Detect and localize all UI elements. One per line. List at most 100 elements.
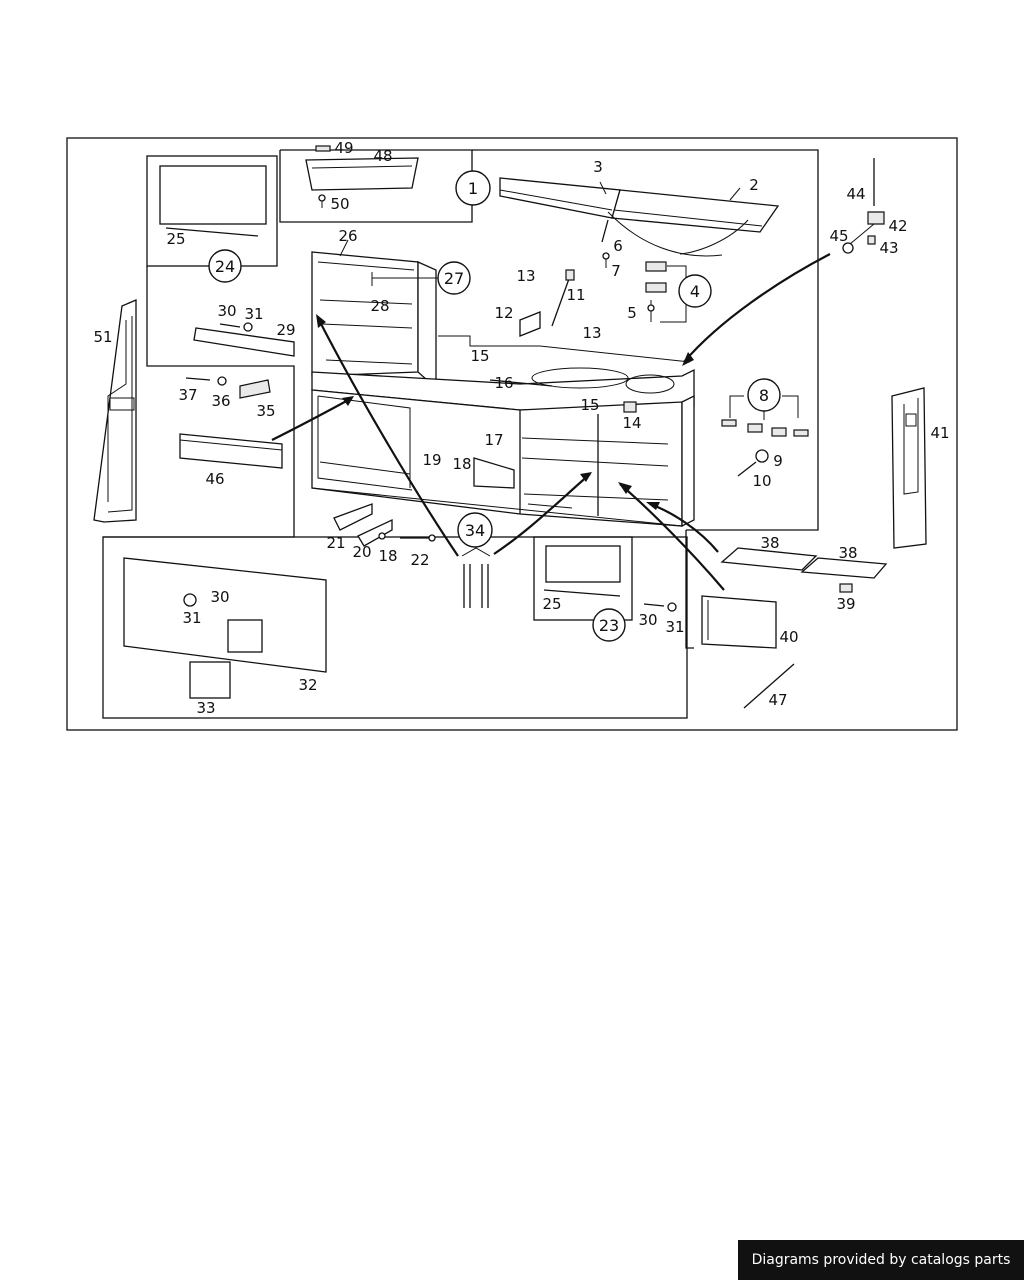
label-34: 34	[465, 521, 485, 540]
label-26: 26	[338, 227, 357, 245]
label-16: 16	[494, 374, 513, 392]
label-9: 9	[773, 452, 783, 470]
label-8: 8	[759, 386, 769, 405]
label-31b: 31	[182, 609, 201, 627]
label-44: 44	[846, 185, 865, 203]
group-box-bottom	[102, 536, 688, 719]
bracket-21	[333, 503, 373, 531]
part-labels: 1 2 3 4 5 6 7 8 9 10 11 12 13 13 14 15 1…	[93, 139, 949, 717]
label-18a: 18	[452, 455, 471, 473]
label-10: 10	[752, 472, 771, 490]
label-28: 28	[370, 297, 389, 315]
grille-33	[189, 661, 231, 699]
panel-38-right	[800, 557, 888, 579]
label-18b: 18	[378, 547, 397, 565]
assembly-arrows	[271, 253, 831, 591]
label-37: 37	[178, 386, 197, 404]
callout-4	[678, 274, 712, 308]
screw-22	[378, 532, 436, 542]
label-48: 48	[373, 147, 392, 165]
label-2: 2	[749, 176, 759, 194]
label-41: 41	[930, 424, 949, 442]
label-32: 32	[298, 676, 317, 694]
label-23: 23	[599, 616, 619, 635]
callout-34	[457, 512, 493, 548]
front-panel-32	[123, 557, 327, 673]
label-35: 35	[256, 402, 275, 420]
lid-hinge-arc-2	[679, 219, 749, 255]
rod-25-top	[165, 227, 259, 237]
label-31c: 31	[665, 618, 684, 636]
label-15b: 15	[580, 396, 599, 414]
panel-38-left	[720, 547, 818, 571]
credit-text: Diagrams provided by catalogs parts	[751, 1252, 1011, 1268]
screw-30-31-right	[643, 602, 677, 612]
label-12: 12	[494, 304, 513, 322]
label-24: 24	[215, 257, 235, 276]
legs-34	[461, 547, 491, 608]
screw-7	[602, 252, 610, 268]
label-4: 4	[690, 282, 700, 301]
washer-9-screw-10	[737, 449, 769, 477]
credit-banner: Diagrams provided by catalogs parts	[738, 1240, 1024, 1280]
label-42: 42	[888, 217, 907, 235]
louver-24	[159, 165, 267, 225]
knob-39	[839, 583, 853, 593]
group-box-right	[685, 530, 694, 649]
side-post-41	[891, 387, 927, 549]
label-38a: 38	[760, 534, 779, 552]
label-1: 1	[468, 179, 478, 198]
label-50: 50	[330, 195, 349, 213]
label-25a: 25	[166, 230, 185, 248]
trim-strip-48	[305, 145, 419, 208]
label-49: 49	[334, 139, 353, 157]
label-14: 14	[622, 414, 641, 432]
label-30c: 30	[638, 611, 657, 629]
group-box-1	[279, 149, 819, 531]
label-13a: 13	[516, 267, 535, 285]
label-22: 22	[410, 551, 429, 569]
label-38b: 38	[838, 544, 857, 562]
callout-1	[455, 170, 491, 206]
label-40: 40	[779, 628, 798, 646]
label-6: 6	[613, 237, 623, 255]
label-51: 51	[93, 328, 112, 346]
label-17: 17	[484, 431, 503, 449]
group-box-23	[533, 536, 633, 621]
label-25b: 25	[542, 595, 561, 613]
louver-23	[543, 545, 621, 597]
door-40	[701, 595, 777, 649]
label-19: 19	[422, 451, 441, 469]
label-31a: 31	[244, 305, 263, 323]
label-29: 29	[276, 321, 295, 339]
strip-29	[193, 322, 295, 357]
label-47: 47	[768, 691, 787, 709]
hardware-42-45	[842, 158, 885, 254]
label-21: 21	[326, 534, 345, 552]
diagram-frame	[66, 137, 958, 731]
label-15a: 15	[470, 347, 489, 365]
latch-35	[185, 376, 271, 399]
brackets-8	[721, 395, 809, 437]
label-20: 20	[352, 543, 371, 561]
side-post-51	[93, 299, 137, 523]
label-46: 46	[205, 470, 224, 488]
label-30b: 30	[210, 588, 229, 606]
leader-lines	[339, 181, 741, 286]
lid-2	[611, 189, 780, 233]
cabinet-main	[311, 251, 695, 528]
label-11: 11	[566, 286, 585, 304]
label-3: 3	[593, 158, 603, 176]
lid-support-6	[601, 219, 609, 243]
label-7: 7	[611, 262, 621, 280]
lid-hinge-arc-3	[607, 211, 723, 257]
label-30a: 30	[217, 302, 236, 320]
label-33: 33	[196, 699, 215, 717]
label-5: 5	[627, 304, 637, 322]
callout-23	[592, 608, 626, 642]
label-36: 36	[211, 392, 230, 410]
label-39: 39	[836, 595, 855, 613]
rod-47	[743, 663, 795, 709]
label-45: 45	[829, 227, 848, 245]
